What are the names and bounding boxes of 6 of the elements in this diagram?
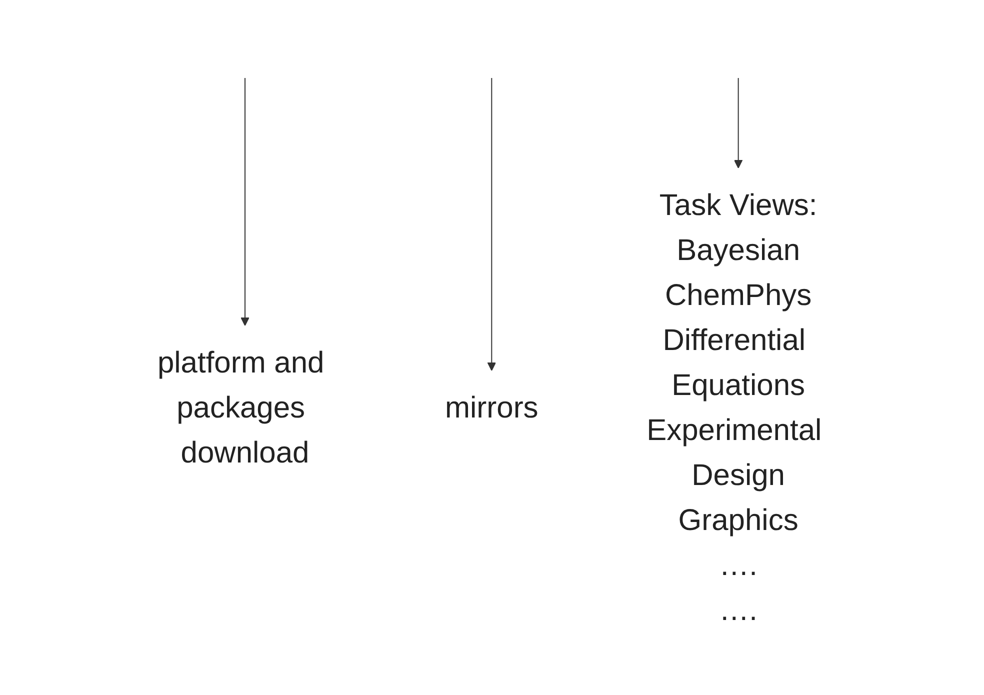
node-text: Task Views: Bayesian ChemPhys Differential Equations Experimental Design Graphics …. ….: [646, 188, 822, 626]
arrow: [734, 77, 744, 168]
arrow: [240, 77, 250, 326]
node-text: mirrors: [445, 391, 539, 424]
arrow: [488, 77, 496, 370]
node-text: platform and packages download: [158, 346, 325, 469]
